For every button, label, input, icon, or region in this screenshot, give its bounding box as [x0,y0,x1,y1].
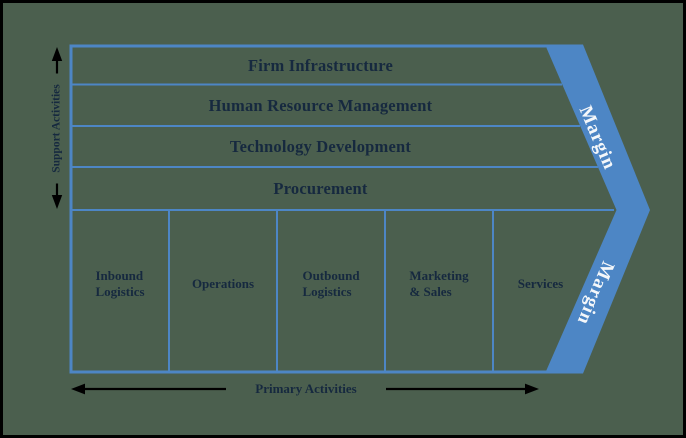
primary-cell-label: Inbound Logistics [95,267,145,300]
support-row-procurement: Procurement [71,168,570,210]
support-row-label: Technology Development [229,137,412,156]
primary-cell-marketing-sales: Marketing & Sales [385,252,493,316]
support-row-firm-infrastructure: Firm Infrastructure [71,48,570,85]
support-row-technology-development: Technology Development [71,127,570,167]
margin-chevron-shape [545,44,650,374]
primary-cell-operations: Operations [169,252,277,316]
arrow-down-icon [51,195,63,209]
grid-lines [69,44,614,374]
support-row-label: Human Resource Management [208,95,433,115]
primary-cell-label: Outbound Logistics [302,267,360,300]
arrow-up-icon [51,47,63,61]
arrow-left-icon [71,383,85,395]
primary-cell-services: Services [493,252,588,316]
primary-cell-outbound-logistics: Outbound Logistics [277,252,385,316]
support-row-label: Firm Infrastructure [247,56,394,75]
primary-cell-label: Services [517,275,564,291]
primary-cell-inbound-logistics: Inbound Logistics [71,252,169,316]
support-activities-axis-label: Support Activities [48,73,66,184]
primary-cell-label: Operations [191,275,255,291]
support-row-label: Procurement [273,179,368,198]
primary-activities-axis-label: Primary Activities [226,380,386,398]
primary-cell-label: Marketing & Sales [409,267,469,300]
arrow-right-icon [525,383,539,395]
support-row-human-resource-management: Human Resource Management [71,86,570,127]
